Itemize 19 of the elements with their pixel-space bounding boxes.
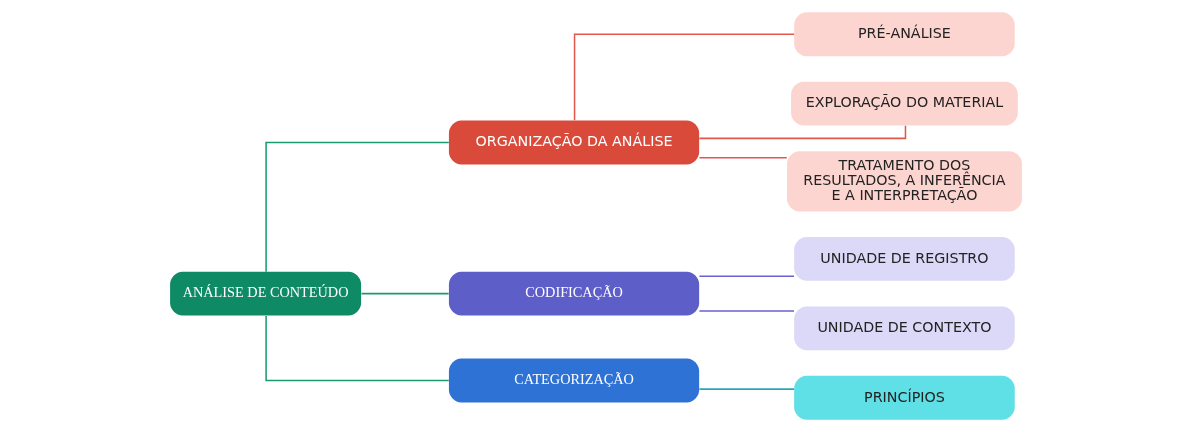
node-box: PRINCÍPIOS xyxy=(793,375,1015,420)
connector xyxy=(698,310,795,312)
node-box: TRATAMENTO DOS RESULTADOS, A INFERÊNCIA E A INTERPRETAÇÃO xyxy=(786,151,1022,212)
node-box: UNIDADE DE REGISTRO xyxy=(793,236,1015,281)
connector xyxy=(573,33,795,122)
connector xyxy=(360,292,449,295)
connector xyxy=(698,157,788,159)
node-box: ANÁLISE DE CONTEÚDO xyxy=(169,271,361,316)
node-box: EXPLORAÇÃO DO MATERIAL xyxy=(790,81,1018,126)
connector xyxy=(264,141,450,273)
connector xyxy=(698,125,906,140)
node-box: CODIFICAÇÃO xyxy=(448,271,699,316)
connector xyxy=(264,315,450,382)
connector xyxy=(698,388,795,390)
node-box: PRÉ-ANÁLISE xyxy=(793,12,1015,57)
connector xyxy=(698,275,795,278)
node-box: ORGANIZAÇÃO DA ANÁLISE xyxy=(448,120,699,165)
node-box: CATEGORIZAÇÃO xyxy=(448,358,699,403)
node-box: UNIDADE DE CONTEXTO xyxy=(793,306,1015,351)
